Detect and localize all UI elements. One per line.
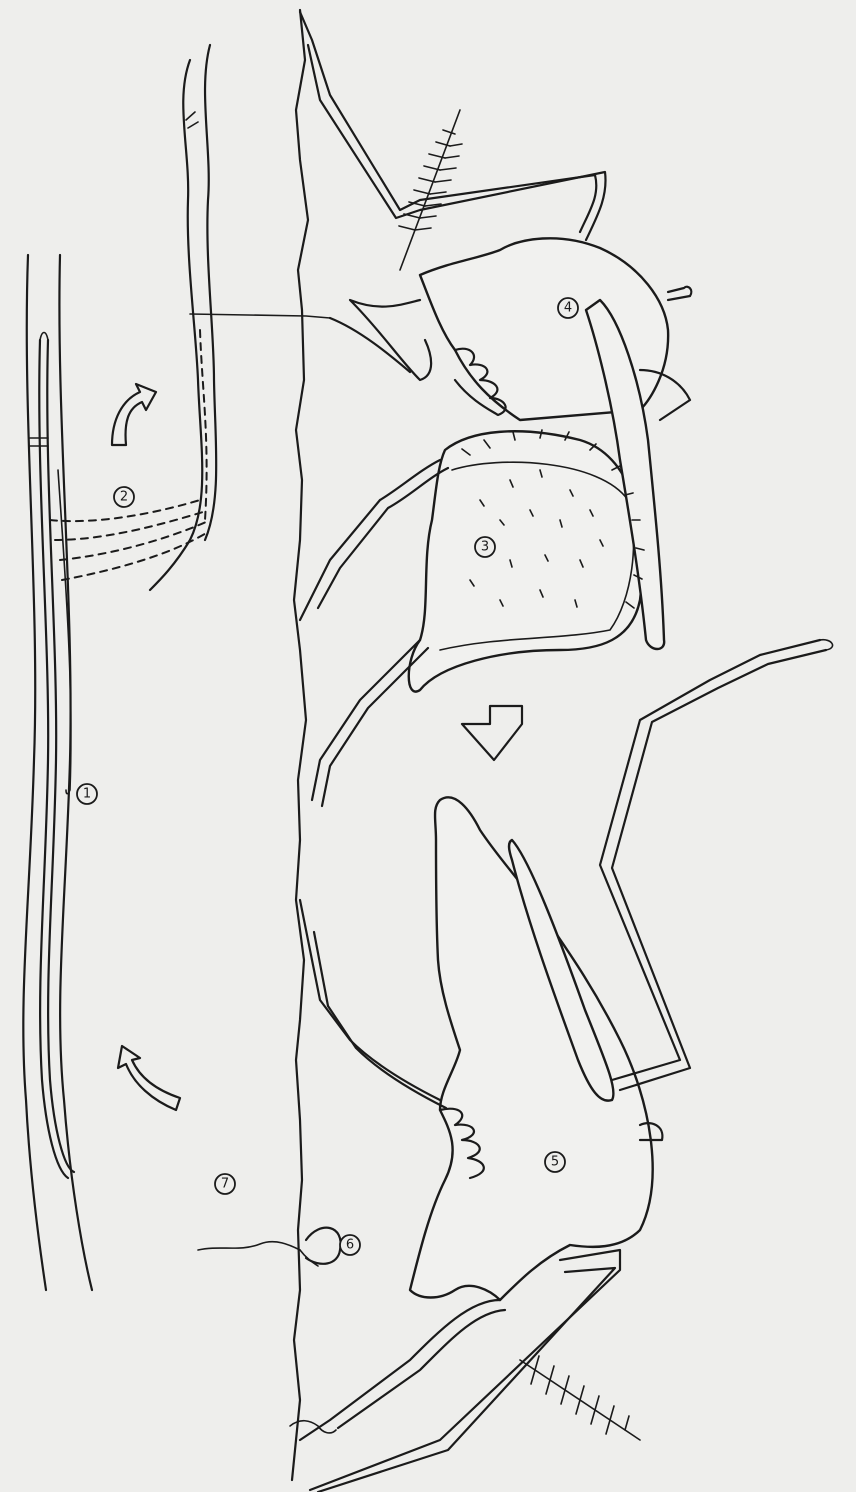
curved-arrow-lower	[118, 1046, 180, 1110]
lower-insect	[198, 640, 833, 1492]
label-badge-1: 1	[77, 784, 97, 804]
label-badge-2: 2	[114, 487, 134, 507]
label-badge-6: 6	[340, 1235, 360, 1255]
upper-insect	[300, 12, 691, 806]
label-2-text: 2	[120, 490, 128, 505]
label-5-text: 5	[551, 1155, 559, 1170]
label-3-text: 3	[481, 540, 489, 555]
upper-tube	[150, 45, 216, 590]
down-arrow	[462, 706, 522, 760]
dashed-trails	[50, 500, 208, 580]
label-badge-7: 7	[215, 1174, 235, 1194]
filament-tube	[23, 255, 92, 1290]
label-4-text: 4	[564, 301, 572, 316]
label-6-text: 6	[346, 1238, 354, 1253]
label-badge-4: 4	[558, 298, 578, 318]
curved-arrow-upper	[112, 384, 156, 445]
label-7-text: 7	[221, 1177, 229, 1192]
label-badge-5: 5	[545, 1152, 565, 1172]
label-badge-3: 3	[475, 537, 495, 557]
label-1-text: 1	[83, 787, 91, 802]
